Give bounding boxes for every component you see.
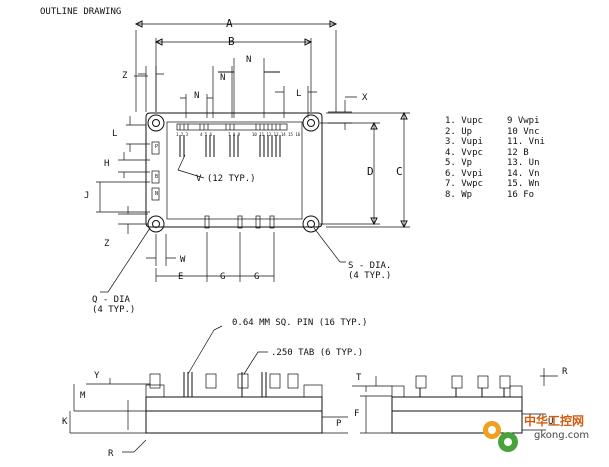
pin-3: 3. Vupi	[445, 137, 483, 147]
drawing-title: OUTLINE DRAWING	[40, 7, 121, 17]
terminal-label-p: P	[155, 144, 158, 150]
bottom-tabs	[204, 215, 275, 229]
dim-label-m: M	[80, 391, 86, 401]
pin-7: 7. Vwpc	[445, 179, 483, 189]
note-pin-size: 0.64 MM SQ. PIN (16 TYP.)	[232, 318, 367, 328]
pin-8: 8. Wp	[445, 189, 473, 200]
mounting-hole-top-right	[302, 114, 320, 132]
dim-label-j: J	[84, 191, 89, 201]
dim-label-w: W	[180, 255, 186, 265]
dim-label-z-top: Z	[122, 71, 128, 81]
watermark-url: gkong.com	[534, 430, 590, 441]
pin-1: 1. Vupc	[445, 116, 483, 126]
dim-label-z-bottom: Z	[104, 239, 110, 249]
dim-label-a: A	[226, 17, 233, 30]
pin-2: 2. Up	[445, 126, 473, 137]
mounting-hole-top-left	[147, 114, 165, 132]
callout-v-typ: V (12 TYP.)	[196, 174, 256, 184]
pin-15: 15. Wn	[507, 179, 540, 189]
pin-13: 13. Un	[507, 158, 540, 168]
dim-label-d: D	[367, 165, 374, 178]
terminal-label-b: B	[155, 174, 158, 180]
top-view: 1 2 3 4 5 6 7 8 9 10 11 12 13 14 15 16 P…	[84, 17, 410, 315]
callout-q-dia-qty: (4 TYP.)	[92, 305, 135, 315]
pin-5: 5. Vp	[445, 158, 473, 168]
dim-label-y: Y	[94, 371, 100, 381]
mounting-hole-bottom-left	[147, 215, 165, 233]
dim-label-h: H	[104, 159, 109, 169]
callout-q-dia: Q - DIA	[92, 295, 131, 305]
pin-4: 4. Vvpc	[445, 147, 483, 158]
dim-label-g-1: G	[220, 272, 225, 282]
dim-label-l-left: L	[112, 129, 117, 139]
pin-numbers-group-3: 7 8 9	[228, 132, 241, 137]
callout-s-dia: S - DIA.	[348, 261, 391, 271]
dim-label-n-top: N	[246, 55, 251, 65]
pin-6: 6. Vvpi	[445, 168, 483, 179]
dim-label-u: U	[548, 417, 553, 427]
side-terminals: P B N	[151, 141, 160, 201]
watermark-title: 中华工控网	[524, 414, 585, 428]
pin-11: 11. Vni	[507, 137, 545, 147]
dim-label-g-2: G	[254, 272, 259, 282]
terminal-label-n: N	[155, 191, 158, 197]
pin-numbers-group-4: 10 11 12 13 14 15 16	[252, 132, 301, 137]
dim-label-e: E	[178, 272, 183, 282]
note-tab-size: .250 TAB (6 TYP.)	[271, 348, 363, 358]
dim-label-n-left: N	[194, 91, 199, 101]
pin-9: 9 Vwpi	[507, 116, 540, 126]
front-view: 0.64 MM SQ. PIN (16 TYP.) .250 TAB (6 TY…	[62, 318, 367, 459]
dim-label-c: C	[396, 165, 403, 178]
pin-14: 14. Vn	[507, 168, 540, 179]
dim-label-b: B	[228, 35, 235, 48]
pin-numbers-group-1: 1 2 3	[176, 132, 189, 137]
pin-12: 12 B	[507, 147, 529, 158]
dim-label-n-mid: N	[220, 73, 225, 83]
mounting-hole-bottom-right	[302, 215, 320, 233]
signal-pin-row: 1 2 3 4 5 6 7 8 9 10 11 12 13 14 15 16	[176, 123, 301, 157]
dim-label-k: K	[62, 417, 68, 427]
dim-label-r-front: R	[108, 449, 114, 459]
pin-numbers-group-2: 4 5 6	[200, 132, 213, 137]
gear-logo-icon	[483, 421, 518, 452]
dim-label-l-top: L	[296, 89, 301, 99]
pin-16: 16 Fo	[507, 189, 535, 200]
pin-10: 10 Vnc	[507, 126, 540, 137]
side-view: T F R U	[352, 367, 568, 434]
callout-s-dia-qty: (4 TYP.)	[348, 271, 391, 281]
site-watermark: 中华工控网 gkong.com	[478, 410, 606, 462]
dim-label-p-front: P	[336, 419, 342, 429]
dim-label-f: F	[354, 409, 359, 419]
dim-label-x: X	[362, 93, 368, 103]
dim-label-r-side: R	[562, 367, 568, 377]
dim-label-t: T	[356, 373, 362, 383]
